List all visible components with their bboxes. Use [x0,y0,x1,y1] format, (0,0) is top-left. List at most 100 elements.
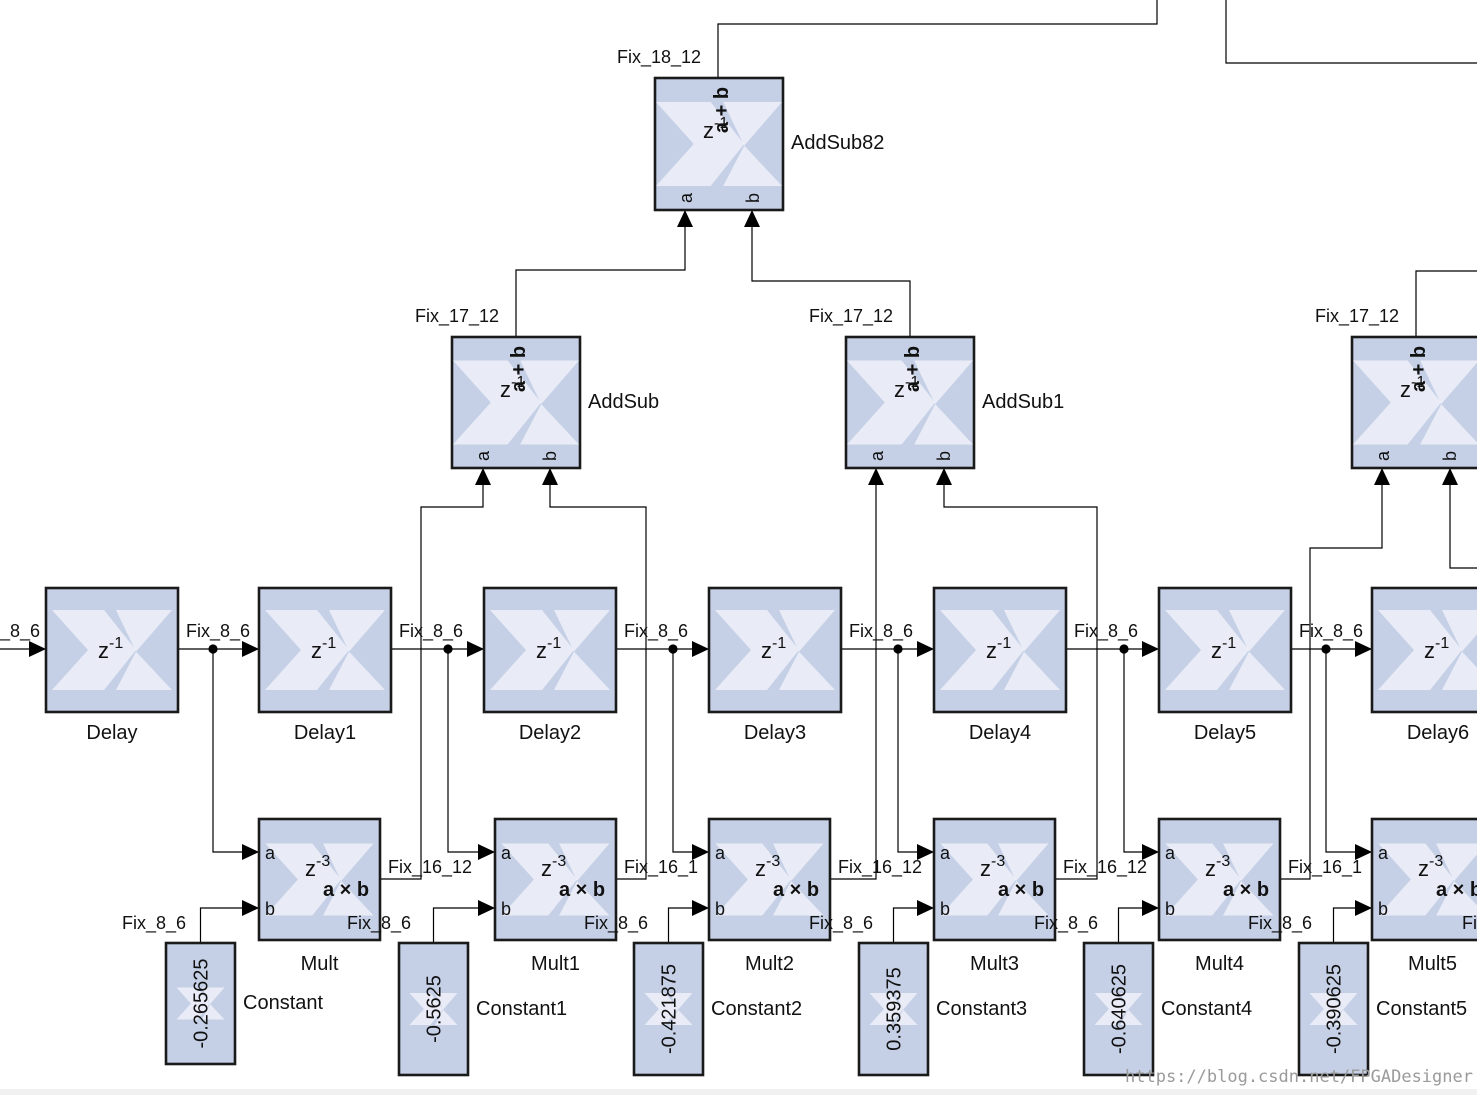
constant-wire[interactable] [432,907,496,943]
port-a-label: a [1373,450,1393,461]
mult-name-label: Mult [301,953,339,975]
mult-block[interactable]: z-3a × bab [932,817,1057,942]
constant-value: -0.640625 [1109,964,1131,1054]
offpage-wire[interactable] [1225,0,1477,64]
port-a-label: a [940,843,951,863]
tap-wire[interactable] [1123,649,1159,853]
arrowhead [1355,641,1372,657]
mult-output-wire[interactable] [380,468,484,880]
tap-wire[interactable] [212,649,259,853]
port-b-label: b [265,899,275,919]
addsub-output-wire[interactable] [1415,270,1477,337]
constant-block[interactable]: -0.390625 [1297,941,1370,1077]
xilinx-logo-icon [715,843,824,916]
constant-value: -0.390625 [1324,964,1346,1054]
signal-type-label: Fix_8_6 [624,621,688,642]
constant-wire[interactable] [199,907,260,943]
mult-block[interactable]: z-3a × bab [707,817,832,942]
arrowhead [1355,900,1372,916]
signal-type-label: Fix_8_6 [1074,621,1138,642]
mult-block[interactable]: z-3a × bab [1157,817,1282,942]
arrowhead [542,468,558,485]
constant-wire[interactable] [1332,907,1373,943]
xilinx-logo-icon [1378,843,1477,916]
xilinx-logo-icon [1353,360,1477,445]
signal-type-label: _8_6 [0,621,40,642]
mult-output-wire[interactable] [830,468,877,880]
signal-type-label: Fix_8_6 [849,621,913,642]
mult-block[interactable]: z-3a × bab [1370,817,1477,942]
mult-output-wire[interactable] [1280,468,1383,880]
tap-wire[interactable] [1325,649,1372,853]
constant-block[interactable]: -0.5625 [397,941,470,1077]
arrowhead [917,641,934,657]
constant-block[interactable]: -0.265625 [164,941,237,1066]
delay-block[interactable]: z-1 [257,586,393,714]
operator-label: a × b [323,879,369,901]
delay-block[interactable]: z-1 [482,586,618,714]
delay-block[interactable]: z-1 [1157,586,1293,714]
signal-type-label: Fix_18_12 [617,47,701,68]
arrowhead [692,641,709,657]
mult-block[interactable]: z-3a × bab [257,817,382,942]
addsub-name-label: AddSub82 [791,132,884,154]
xilinx-logo-icon [52,610,172,690]
xilinx-logo-icon [869,993,918,1025]
signal-type-label: Fix_8_6 [186,621,250,642]
addsub-output-wire[interactable] [751,210,911,337]
mult-name-label: Mult4 [1195,953,1244,975]
delay-block[interactable]: z-1 [932,586,1068,714]
arrowhead [478,844,495,860]
delay-block[interactable]: z-1 [1370,586,1477,714]
signal-type-label: Fix_16_12 [388,857,472,878]
signal-type-label: Fix_8_6 [1034,913,1098,934]
signal-type-label: Fix_16_1 [624,857,698,878]
mult-output-wire[interactable] [943,468,1098,880]
port-a-label: a [715,843,726,863]
delay-block[interactable]: z-1 [707,586,843,714]
constant-value: 0.359375 [884,967,906,1050]
addsub-output-wire[interactable] [717,0,1158,78]
mult-output-wire[interactable] [1449,468,1477,569]
constant-block[interactable]: -0.421875 [632,941,705,1077]
constant-wire[interactable] [892,907,935,943]
delay-block[interactable]: z-1 [44,586,180,714]
xilinx-logo-icon [265,843,374,916]
arrowhead [917,844,934,860]
addsub-output-wire[interactable] [515,210,686,337]
operator-label: a × b [773,879,819,901]
arrowhead [478,900,495,916]
xilinx-logo-icon [176,987,225,1020]
arrowhead [242,641,259,657]
signal-type-label: Fix_16_12 [838,857,922,878]
tap-wire[interactable] [897,649,934,853]
delay-name-label: Delay2 [519,722,581,744]
constant-wire[interactable] [1117,907,1160,943]
port-b-label: b [715,899,725,919]
tap-wire[interactable] [672,649,709,853]
port-b-label: b [1440,451,1460,461]
arrowhead [692,844,709,860]
arrowhead [475,468,491,485]
delay-name-label: Delay3 [744,722,806,744]
wires-layer [0,0,1477,943]
footer-bar [0,1089,1477,1095]
constant-wire[interactable] [667,907,710,943]
constant-name-label: Constant1 [476,998,567,1020]
constant-block[interactable]: -0.640625 [1082,941,1155,1077]
arrowhead [1142,844,1159,860]
mult-name-label: Mult1 [531,953,580,975]
mult-output-wire[interactable] [549,468,647,880]
signal-type-label: Fix_16_1 [1288,857,1362,878]
constant-block[interactable]: 0.359375 [857,941,930,1077]
mult-block[interactable]: z-3a × bab [493,817,618,942]
constant-value: -0.5625 [424,975,446,1043]
operator-label: a × b [998,879,1044,901]
port-b-label: b [934,451,954,461]
port-b-label: b [501,899,511,919]
operator-label: a + b [508,346,530,392]
